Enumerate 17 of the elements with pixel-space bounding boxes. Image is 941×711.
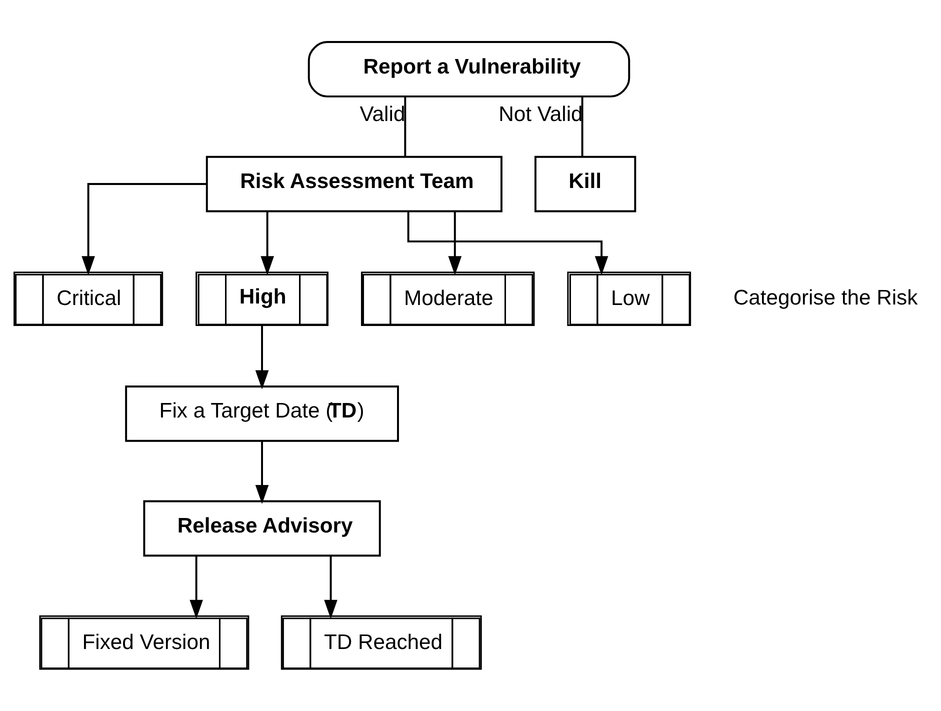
edge-label: Not Valid [498,102,583,126]
node-box: Kill [534,156,636,212]
arrow [407,211,608,276]
node-box: Release Advisory [143,500,381,557]
arrow [82,183,207,276]
edge-label: Valid [360,102,406,126]
connector [404,96,406,157]
connector [581,96,584,157]
node-box: Report a Vulnerability [308,41,630,98]
arrow [255,440,269,504]
arrow [260,211,274,276]
label: Categorise the Risk [733,286,918,310]
arrow [448,211,462,276]
arrow [255,325,269,390]
arrow [190,556,203,619]
arrow [324,556,338,619]
node-box: Risk Assessment Team [206,156,502,212]
